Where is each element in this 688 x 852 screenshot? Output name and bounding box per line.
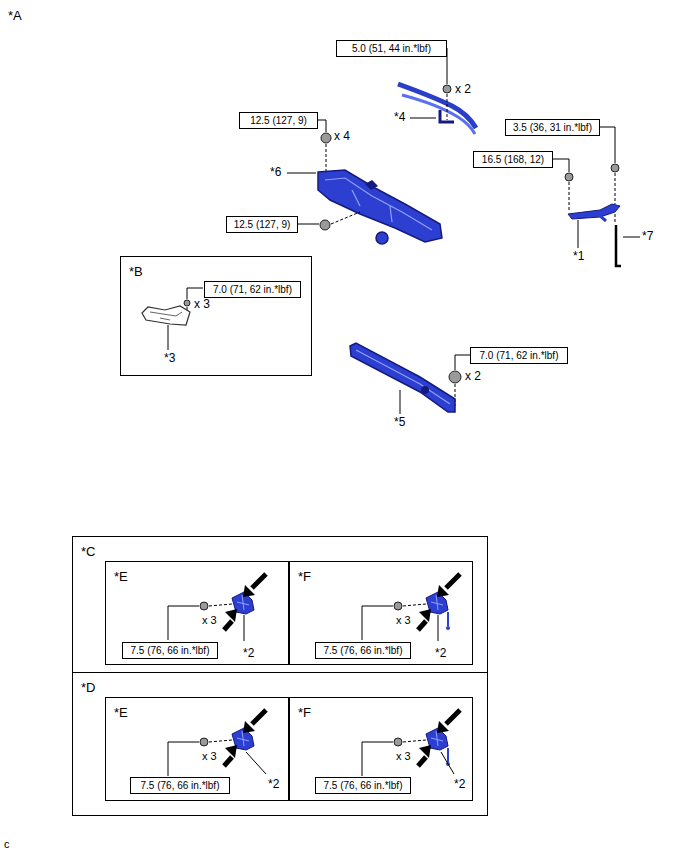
torque-value: 7.5 (76, 66 in.*lbf) [324, 646, 403, 656]
view-panel: *D *E x 3 *2 7.5 (76, 66 in.*lbf) *F x 3 *2 7.5 … [72, 672, 488, 816]
callout-label: x 3 [202, 750, 217, 762]
view-panel: *F x 3 *2 7.5 (76, 66 in.*lbf) [289, 697, 473, 801]
callout-label: *1 [573, 250, 584, 263]
callout-label: x 3 [202, 614, 217, 626]
view-label: *C [81, 545, 95, 559]
torque-box: 5.0 (51, 44 in.*lbf) [336, 40, 447, 57]
torque-value: 7.5 (76, 66 in.*lbf) [141, 781, 220, 791]
torque-value: 7.5 (76, 66 in.*lbf) [324, 781, 403, 791]
torque-value: 7.0 (71, 62 in.*lbf) [213, 285, 292, 295]
quantity-label: x 2 [455, 83, 471, 96]
view-label: *B [129, 265, 143, 279]
callout-label: *2 [454, 778, 465, 791]
torque-box: 16.5 (168, 12) [473, 151, 553, 168]
view-label: *E [114, 706, 128, 720]
callout-label: c [4, 838, 10, 850]
torque-value: 12.5 (127, 9) [234, 220, 291, 230]
view-label: *F [298, 570, 311, 584]
callout-label: *4 [394, 111, 405, 124]
quantity-label: x 2 [465, 370, 481, 383]
torque-value: 7.0 (71, 62 in.*lbf) [480, 351, 559, 361]
callout-label: *2 [268, 778, 279, 791]
torque-box: 7.5 (76, 66 in.*lbf) [122, 642, 218, 659]
quantity-label: x 4 [334, 130, 350, 143]
callout-label: *A [8, 9, 22, 23]
callout-label: x 3 [396, 750, 411, 762]
torque-value: 5.0 (51, 44 in.*lbf) [352, 44, 431, 54]
torque-value: 12.5 (127, 9) [250, 116, 307, 126]
callout-label: x 3 [194, 298, 210, 311]
torque-value: 7.5 (76, 66 in.*lbf) [131, 646, 210, 656]
callout-label: x 3 [396, 614, 411, 626]
view-label: *E [114, 570, 128, 584]
callout-label: *3 [164, 352, 175, 365]
view-label: *F [298, 706, 311, 720]
torque-box: 7.5 (76, 66 in.*lbf) [315, 642, 411, 659]
torque-box: 7.5 (76, 66 in.*lbf) [315, 777, 411, 794]
callout-label: *2 [243, 647, 254, 660]
torque-box: 3.5 (36, 31 in.*lbf) [505, 119, 600, 136]
torque-value: 3.5 (36, 31 in.*lbf) [513, 123, 592, 133]
torque-box: 7.0 (71, 62 in.*lbf) [470, 347, 568, 364]
callout-label: *2 [435, 647, 446, 660]
view-panel: *B x 3 *3 7.0 (71, 62 in.*lbf) [120, 256, 312, 376]
view-panel: *F x 3 *2 7.5 (76, 66 in.*lbf) [289, 561, 473, 665]
callout-label: *7 [642, 230, 653, 243]
torque-box: 7.5 (76, 66 in.*lbf) [130, 777, 230, 794]
torque-box: 12.5 (127, 9) [239, 112, 318, 129]
view-panel: *E x 3 *2 7.5 (76, 66 in.*lbf) [105, 561, 289, 665]
callout-label: *6 [270, 166, 281, 179]
view-label: *D [81, 681, 95, 695]
callout-label: *5 [394, 416, 405, 429]
torque-box: 12.5 (127, 9) [226, 216, 298, 233]
torque-value: 16.5 (168, 12) [482, 155, 544, 165]
view-panel: *E x 3 *2 7.5 (76, 66 in.*lbf) [105, 697, 289, 801]
torque-box: 7.0 (71, 62 in.*lbf) [204, 281, 301, 298]
view-panel: *C *E x 3 *2 7.5 (76, 66 in.*lbf) *F x 3 *2 7.5 … [72, 536, 488, 673]
